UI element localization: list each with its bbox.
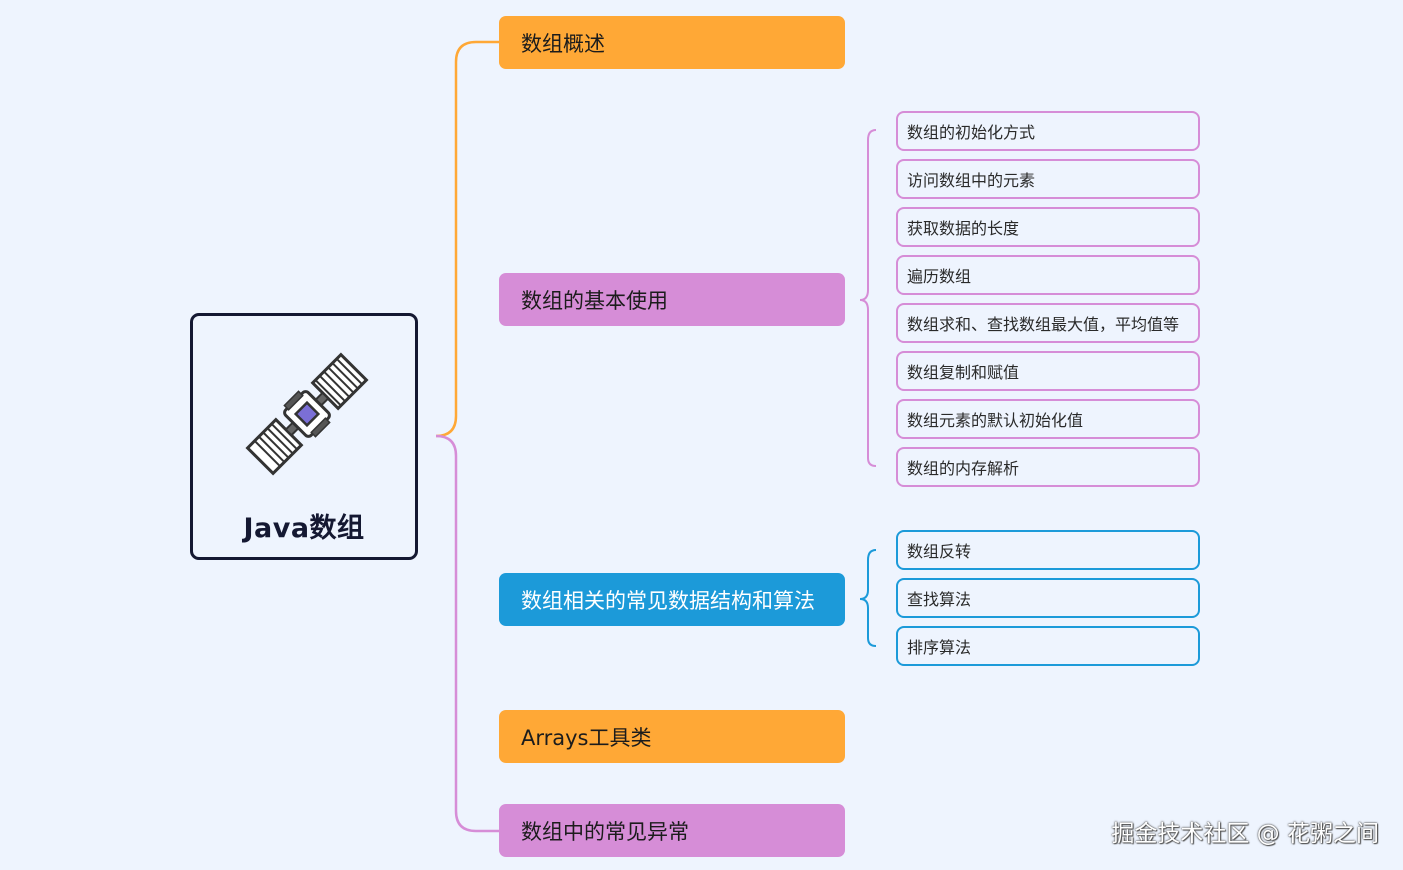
topic-common-exceptions[interactable]: 数组中的常见异常	[499, 804, 845, 857]
connector-root-lower	[435, 434, 499, 833]
connector-basic-usage	[859, 129, 877, 467]
root-title: Java数组	[243, 513, 365, 544]
topic-array-basic-usage[interactable]: 数组的基本使用	[499, 273, 845, 326]
connector-algorithms	[859, 549, 877, 647]
subtopic-get-length[interactable]: 获取数据的长度	[896, 207, 1200, 247]
subtopic-sum-max-avg[interactable]: 数组求和、查找数组最大值，平均值等	[896, 303, 1200, 343]
subtopic-initialization[interactable]: 数组的初始化方式	[896, 111, 1200, 151]
subtopic-access-elements[interactable]: 访问数组中的元素	[896, 159, 1200, 199]
subtopic-sort-algorithm[interactable]: 排序算法	[896, 626, 1200, 666]
subtopic-reverse[interactable]: 数组反转	[896, 530, 1200, 570]
subtopic-search-algorithm[interactable]: 查找算法	[896, 578, 1200, 618]
satellite-icon	[245, 352, 369, 476]
subtopic-default-values[interactable]: 数组元素的默认初始化值	[896, 399, 1200, 439]
topic-data-structures-algorithms[interactable]: 数组相关的常见数据结构和算法	[499, 573, 845, 626]
subtopic-copy-assign[interactable]: 数组复制和赋值	[896, 351, 1200, 391]
topic-arrays-utility-class[interactable]: Arrays工具类	[499, 710, 845, 763]
watermark: 掘金技术社区 @ 花粥之间	[1111, 821, 1379, 847]
topic-array-overview[interactable]: 数组概述	[499, 16, 845, 69]
subtopic-traverse[interactable]: 遍历数组	[896, 255, 1200, 295]
subtopic-memory-analysis[interactable]: 数组的内存解析	[896, 447, 1200, 487]
root-node[interactable]: Java数组	[190, 313, 418, 560]
connector-root-upper	[435, 40, 499, 438]
